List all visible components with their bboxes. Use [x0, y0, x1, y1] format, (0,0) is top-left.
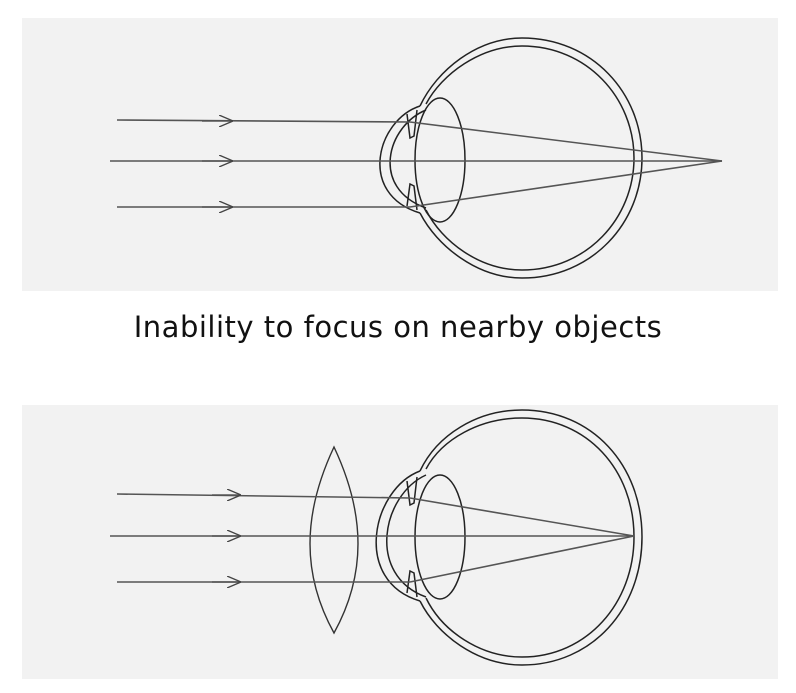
refracted-ray-bottom [409, 160, 723, 208]
hyperopia-diagram-panel [22, 18, 778, 291]
eyeball [375, 409, 643, 666]
ray-top [116, 493, 411, 499]
cornea [379, 105, 421, 214]
hyperopia-diagram [110, 37, 723, 279]
eyeball-outer-wall [419, 37, 643, 279]
light-rays [110, 119, 723, 208]
diagram-caption: Inability to focus on nearby objects [133, 310, 663, 344]
eyeball-inner-wall [425, 45, 635, 271]
eyeball-inner-wall [425, 417, 635, 658]
corrected-diagram [110, 409, 643, 666]
refracted-ray-top [409, 121, 723, 162]
cornea-inner [389, 109, 427, 209]
eyeball [379, 37, 643, 279]
convex-correcting-lens [309, 445, 359, 635]
iris-lower [406, 569, 418, 598]
iris-lower [406, 182, 418, 211]
eyeball-outer-wall [419, 409, 643, 666]
ray-top [116, 119, 411, 123]
light-rays [110, 493, 635, 583]
crystalline-lens [414, 97, 466, 223]
iris-upper [406, 476, 418, 507]
crystalline-lens [414, 474, 466, 600]
corrected-diagram-panel [22, 405, 778, 679]
refracted-ray-top [409, 497, 635, 537]
iris-upper [406, 109, 418, 140]
refracted-ray-bottom [409, 535, 635, 583]
